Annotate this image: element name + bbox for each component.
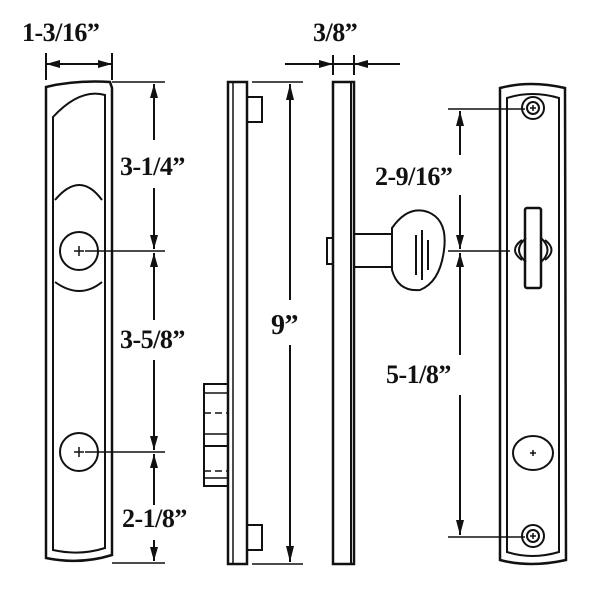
dimension-thumbturn-to-screw-label: 5-1/8” bbox=[386, 360, 451, 389]
thumb-turn-knob-icon bbox=[391, 209, 446, 292]
exterior-front-view bbox=[44, 53, 165, 564]
dimension-screw-to-thumbturn-label: 2-9/16” bbox=[375, 162, 453, 191]
dimension-thickness-label: 3/8” bbox=[313, 18, 358, 47]
interior-side-view bbox=[285, 55, 446, 566]
exterior-side-view bbox=[203, 80, 303, 566]
interior-front-view bbox=[448, 82, 568, 566]
bottom-screw-icon bbox=[521, 524, 545, 548]
thumb-turn-lever-icon bbox=[523, 206, 543, 290]
top-screw-icon bbox=[521, 96, 545, 120]
dimension-cylinder-to-hole-label: 3-5/8” bbox=[120, 325, 185, 354]
dimension-hole-to-bottom-label: 2-1/8” bbox=[122, 504, 187, 533]
dimension-top-to-cylinder-label: 3-1/4” bbox=[120, 152, 185, 181]
screw-hole-icon bbox=[512, 435, 554, 471]
dimension-overall-length-label: 9” bbox=[271, 310, 299, 341]
dimension-width-label: 1-3/16” bbox=[22, 18, 100, 47]
